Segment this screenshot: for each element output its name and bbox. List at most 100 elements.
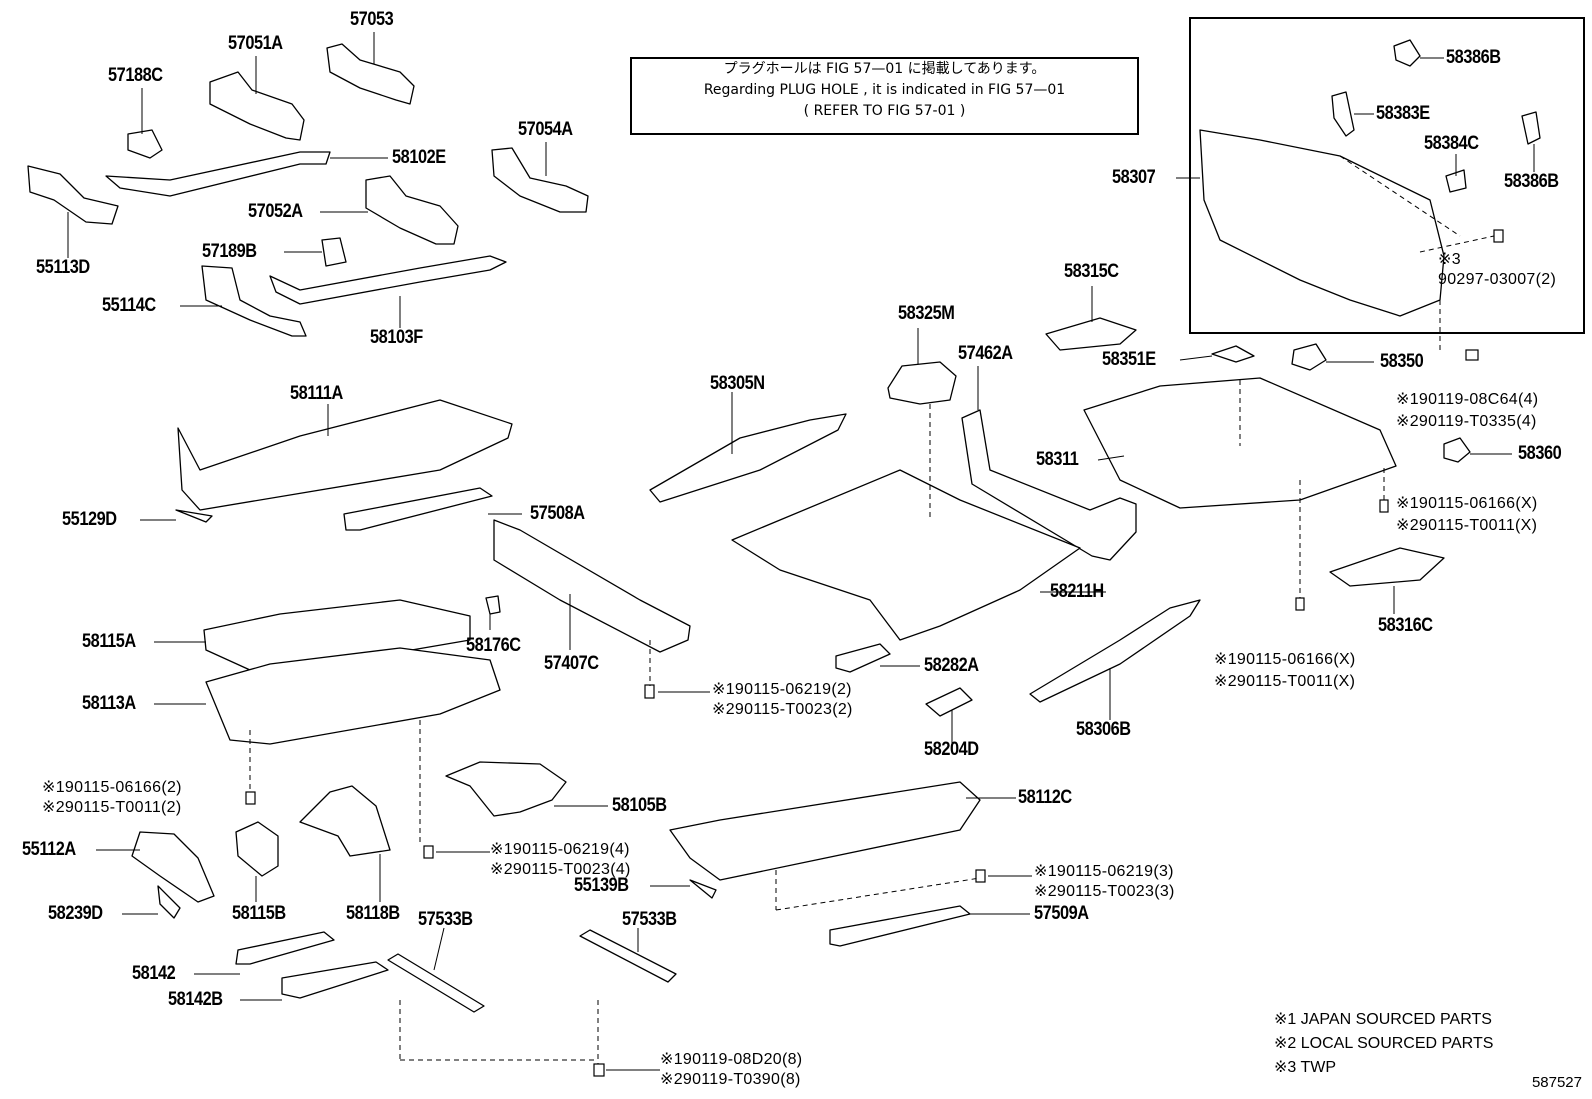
- part-label-57509A[interactable]: 57509A: [1034, 903, 1089, 924]
- part-label-58115B[interactable]: 58115B: [232, 903, 286, 924]
- part-label-57533B-left[interactable]: 57533B: [418, 909, 473, 930]
- part-label-58350[interactable]: 58350: [1380, 351, 1424, 372]
- part-label-58176C[interactable]: 58176C: [466, 635, 521, 656]
- fastener-label[interactable]: 90297-03007(2): [1438, 271, 1557, 288]
- fastener-label[interactable]: ※190115-06166(2): [42, 779, 182, 796]
- part-label-55139B[interactable]: 55139B: [574, 875, 629, 896]
- part-label-58102E[interactable]: 58102E: [392, 147, 446, 168]
- part-label-57188C[interactable]: 57188C: [108, 65, 163, 86]
- part-58351E-shape: [1211, 345, 1255, 363]
- fastener-label[interactable]: ※290115-T0011(2): [42, 799, 182, 816]
- part-label-58383E[interactable]: 58383E: [1376, 103, 1430, 124]
- fastener-label[interactable]: ※190115-06219(2): [712, 681, 852, 698]
- part-label-55112A[interactable]: 55112A: [22, 839, 76, 860]
- fastener-label[interactable]: ※3: [1438, 251, 1461, 268]
- fastener-label[interactable]: ※290115-T0023(2): [712, 701, 853, 718]
- fastener-label[interactable]: ※190119-08D20(8): [660, 1051, 803, 1068]
- part-58384C-shape: [1445, 169, 1467, 193]
- part-58315C-shape: [1045, 317, 1137, 351]
- part-label-58384C[interactable]: 58384C: [1424, 133, 1479, 154]
- part-label-58315C[interactable]: 58315C: [1064, 261, 1119, 282]
- part-label-58386B-right[interactable]: 58386B: [1504, 171, 1559, 192]
- fastener-label[interactable]: ※290115-T0023(3): [1034, 883, 1175, 900]
- part-58360-shape: [1443, 437, 1471, 463]
- part-57054A-shape: [491, 147, 589, 213]
- fastener-label[interactable]: ※290115-T0011(X): [1396, 517, 1538, 534]
- part-label-55114C[interactable]: 55114C: [102, 295, 156, 316]
- part-label-57462A[interactable]: 57462A: [958, 343, 1013, 364]
- part-label-58351E[interactable]: 58351E: [1102, 349, 1156, 370]
- part-58204D-shape: [925, 687, 973, 717]
- fastener-label[interactable]: ※290119-T0390(8): [660, 1071, 801, 1088]
- part-label-57189B[interactable]: 57189B: [202, 241, 257, 262]
- part-label-58142B[interactable]: 58142B: [168, 989, 223, 1010]
- part-58350-shape: [1291, 343, 1327, 371]
- part-label-58204D[interactable]: 58204D: [924, 739, 979, 760]
- part-58282A-shape: [835, 643, 891, 673]
- note-line-refer: ( REFER TO FIG 57-01 ): [803, 103, 966, 119]
- part-label-55129D[interactable]: 55129D: [62, 509, 117, 530]
- part-58383E-shape: [1331, 91, 1355, 137]
- part-58316C-shape: [1329, 547, 1445, 587]
- part-58111A-shape: [177, 399, 513, 511]
- part-label-58115A[interactable]: 58115A: [82, 631, 136, 652]
- part-57407C-shape: [493, 519, 691, 653]
- fastener-label[interactable]: ※290119-T0335(4): [1396, 413, 1537, 430]
- part-57188C-shape: [127, 129, 163, 159]
- part-label-57533B-right[interactable]: 57533B: [622, 909, 677, 930]
- part-label-57053[interactable]: 57053: [350, 9, 394, 30]
- part-58105B-shape: [445, 761, 567, 817]
- part-57508A-shape: [343, 487, 493, 531]
- part-label-58105B[interactable]: 58105B: [612, 795, 667, 816]
- part-label-58142[interactable]: 58142: [132, 963, 176, 984]
- fastener-label[interactable]: ※190115-06219(4): [490, 841, 630, 858]
- part-57533B-left-shape: [387, 953, 485, 1013]
- part-label-58325M[interactable]: 58325M: [898, 303, 955, 324]
- part-58102E-shape: [105, 151, 331, 197]
- fastener-label[interactable]: ※290115-T0011(X): [1214, 673, 1356, 690]
- part-label-58311[interactable]: 58311: [1036, 449, 1079, 470]
- part-label-58111A[interactable]: 58111A: [290, 383, 343, 404]
- part-label-58307[interactable]: 58307: [1112, 167, 1156, 188]
- part-label-58211H[interactable]: 58211H: [1050, 581, 1104, 602]
- part-label-57508A[interactable]: 57508A: [530, 503, 585, 524]
- fastener-label[interactable]: ※190119-08C64(4): [1396, 391, 1539, 408]
- bolt-icon: [593, 1063, 605, 1077]
- bolt-icon: [975, 869, 986, 883]
- part-label-57052A[interactable]: 57052A: [248, 201, 303, 222]
- fastener-label[interactable]: ※190115-06166(X): [1396, 495, 1538, 512]
- part-label-55113D[interactable]: 55113D: [36, 257, 90, 278]
- part-label-58386B-top[interactable]: 58386B: [1446, 47, 1501, 68]
- fastener-label[interactable]: ※190115-06219(3): [1034, 863, 1174, 880]
- part-58305N-shape: [649, 413, 847, 503]
- part-55113D-shape: [27, 165, 119, 225]
- part-57051A-shape: [209, 71, 305, 141]
- part-55129D-shape: [175, 509, 213, 523]
- part-label-57054A[interactable]: 57054A: [518, 119, 573, 140]
- part-58142-shape: [235, 931, 335, 965]
- note-line-english: Regarding PLUG HOLE , it is indicated in…: [703, 82, 1066, 98]
- bolt-icon: [644, 684, 655, 699]
- part-label-58306B[interactable]: 58306B: [1076, 719, 1131, 740]
- part-58386B-right-shape: [1521, 111, 1541, 145]
- bolt-icon: [423, 845, 434, 859]
- bolt-icon: [245, 791, 256, 805]
- part-label-58112C[interactable]: 58112C: [1018, 787, 1072, 808]
- part-label-58113A[interactable]: 58113A: [82, 693, 136, 714]
- part-label-58305N[interactable]: 58305N: [710, 373, 765, 394]
- part-58306B-shape: [1029, 599, 1201, 703]
- bolt-icon: [1295, 597, 1305, 611]
- part-label-58118B[interactable]: 58118B: [346, 903, 400, 924]
- fastener-label[interactable]: ※190115-06166(X): [1214, 651, 1356, 668]
- part-label-57407C[interactable]: 57407C: [544, 653, 599, 674]
- part-label-58239D[interactable]: 58239D: [48, 903, 103, 924]
- part-label-58103F[interactable]: 58103F: [370, 327, 423, 348]
- part-label-58360[interactable]: 58360: [1518, 443, 1562, 464]
- part-label-57051A[interactable]: 57051A: [228, 33, 283, 54]
- bolt-icon: [1379, 499, 1389, 513]
- fastener-label[interactable]: ※290115-T0023(4): [490, 861, 631, 878]
- part-57533B-right-shape: [579, 929, 677, 983]
- part-label-58282A[interactable]: 58282A: [924, 655, 979, 676]
- part-label-58316C[interactable]: 58316C: [1378, 615, 1433, 636]
